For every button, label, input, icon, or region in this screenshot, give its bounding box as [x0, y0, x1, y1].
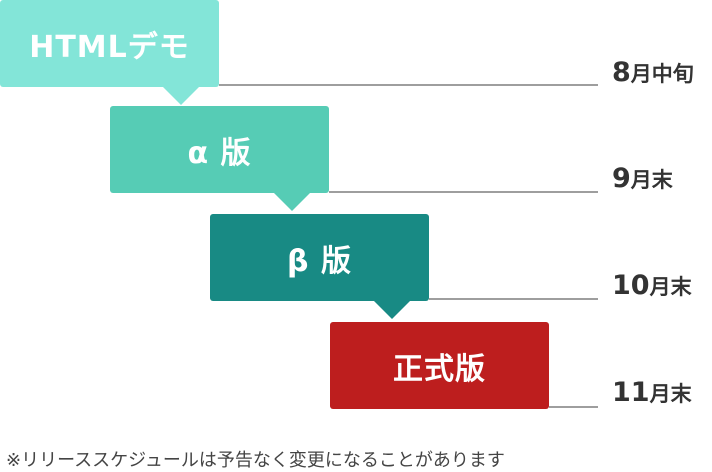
stage-label: 正式版	[393, 351, 486, 387]
stage-label: β 版	[287, 243, 352, 279]
timeline-line-1	[219, 84, 598, 86]
date-stage-4: 11月末	[612, 377, 692, 408]
stage-alpha: α 版	[110, 106, 329, 193]
date-unit: 月末	[630, 168, 673, 192]
stage-beta: β 版	[210, 214, 429, 301]
schedule-note: ※リリーススケジュールは予告なく変更になることがあります	[6, 450, 505, 471]
date-number: 9	[612, 163, 631, 194]
timeline-line-4	[549, 406, 598, 408]
date-stage-3: 10月末	[612, 270, 692, 301]
date-number: 10	[612, 270, 650, 301]
date-number: 11	[612, 377, 650, 408]
stage-label: α 版	[187, 135, 252, 171]
date-stage-1: 8月中旬	[612, 57, 694, 88]
date-stage-2: 9月末	[612, 163, 673, 194]
stage-label: HTMLデモ	[29, 29, 190, 65]
date-number: 8	[612, 57, 631, 88]
stage-release: 正式版	[330, 322, 549, 409]
date-unit: 月末	[649, 275, 692, 299]
arrow-down-icon	[374, 301, 410, 319]
timeline-line-2	[329, 191, 598, 193]
arrow-down-icon	[163, 87, 199, 105]
stage-html-demo: HTMLデモ	[0, 0, 219, 87]
date-unit: 月末	[649, 382, 692, 406]
arrow-down-icon	[274, 193, 310, 211]
timeline-line-3	[429, 298, 598, 300]
date-unit: 月中旬	[630, 62, 694, 86]
